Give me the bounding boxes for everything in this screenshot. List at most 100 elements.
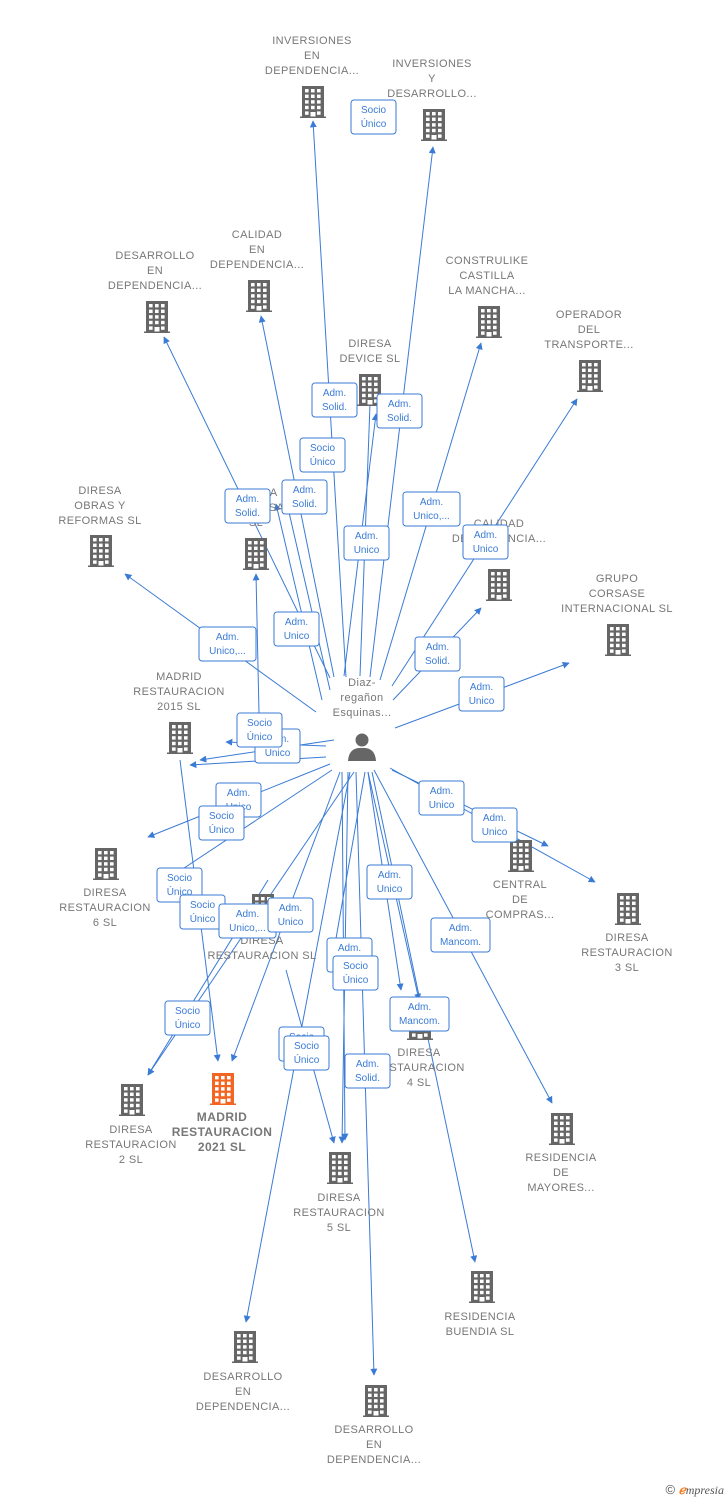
relationship-label[interactable]: Adm.Solid. (414, 636, 461, 672)
company-node[interactable]: DESARROLLOENDEPENDENCIA... (327, 1385, 421, 1466)
relationship-label[interactable]: Adm.Unico (366, 864, 413, 900)
relationship-edge (391, 769, 549, 847)
company-building-icon (327, 1152, 353, 1184)
copyright-symbol: © (665, 1482, 676, 1497)
relationship-label[interactable]: Adm. Unico (458, 676, 505, 712)
relationship-label[interactable]: Adm.Unico,... (402, 491, 461, 527)
relationship-label-text: Socio (294, 1041, 319, 1052)
company-name-line: INVERSIONES (392, 58, 472, 70)
relationship-label[interactable]: Adm.Unico (273, 611, 320, 647)
company-name-line: EN (249, 244, 265, 256)
company-node[interactable]: DESARROLLOENDEPENDENCIA... (196, 1331, 290, 1413)
company-name-line: DIRESA (348, 338, 392, 350)
relationship-labels-layer: SocioÚnicoAdm.Solid.Adm.Solid.SocioÚnico… (156, 99, 518, 1089)
relationship-label[interactable]: Adm.Unico,... (218, 903, 277, 939)
company-building-icon (486, 569, 512, 601)
company-building-icon (363, 1385, 389, 1417)
relationship-label-text: Unico (482, 827, 508, 838)
company-node[interactable]: INVERSIONESYDESARROLLO... (387, 58, 477, 141)
copyright-footer[interactable]: © ℯmpresia (665, 1482, 724, 1498)
relationship-label[interactable]: Adm. Unico (471, 807, 518, 843)
company-building-icon (243, 538, 269, 570)
relationship-label[interactable]: Adm.Unico (462, 524, 509, 560)
relationship-label-text: Socio (247, 718, 272, 729)
company-name-line: RESTAURACION (133, 686, 224, 698)
relationship-label-text: Unico (278, 917, 304, 928)
relationship-label[interactable]: Adm.Mancom. (389, 996, 450, 1032)
relationship-label[interactable]: Adm.Unico (267, 897, 314, 933)
company-building-icon (605, 624, 631, 656)
relationship-label-text: Unico (429, 800, 455, 811)
company-name-line: DEPENDENCIA... (210, 259, 304, 271)
company-name-line: DESARROLLO... (387, 88, 477, 100)
nodes-layer: INVERSIONESENDEPENDENCIA...INVERSIONESYD… (58, 35, 673, 1466)
company-name-line: DIRESA (83, 887, 127, 899)
company-name-line: OBRAS Y (74, 500, 126, 512)
person-name-line: regañon (340, 692, 383, 704)
company-name-line: DESARROLLO (203, 1371, 282, 1383)
company-node[interactable]: OPERADORDELTRANSPORTE... (544, 309, 633, 392)
relationship-label[interactable]: Adm. Mancom. (430, 917, 491, 953)
relationship-label-text: Adm. (236, 494, 259, 505)
company-name-line: DE (553, 1167, 569, 1179)
company-node[interactable]: DESARROLLOENDEPENDENCIA... (108, 250, 202, 333)
company-name-line: OPERADOR (556, 309, 622, 321)
relationship-label[interactable]: Adm.Unico,... (198, 626, 257, 662)
company-building-icon (549, 1113, 575, 1145)
relationship-label[interactable]: Adm.Solid. (311, 382, 358, 418)
relationship-label[interactable]: Adm.Solid. (376, 393, 423, 429)
company-building-icon (300, 86, 326, 118)
relationship-label-text: Adm. (449, 923, 472, 934)
empresia-logo: ℯmpresia (678, 1483, 724, 1497)
company-node[interactable]: CALIDADENDEPENDENCIA... (210, 229, 304, 312)
relationship-label-text: Unico,... (413, 511, 450, 522)
relationship-label-text: Adm. (236, 909, 259, 920)
relationship-label-text: Adm. (483, 813, 506, 824)
company-building-icon (119, 1084, 145, 1116)
company-name-line: REFORMAS SL (58, 515, 141, 527)
relationship-label-text: Mancom. (440, 937, 481, 948)
company-node[interactable]: RESIDENCIADEMAYORES... (525, 1113, 596, 1194)
relationship-label-text: Adm. (470, 682, 493, 693)
company-name-line: TRANSPORTE... (544, 339, 633, 351)
company-name-line: DIRESA (109, 1124, 153, 1136)
company-name-line: RESTAURACION SL (207, 950, 316, 962)
relationship-label[interactable]: Adm.Solid. (344, 1053, 391, 1089)
relationship-label[interactable]: Adm.Solid. (224, 488, 271, 524)
company-building-icon (421, 109, 447, 141)
company-node[interactable]: CENTRALDECOMPRAS... (486, 840, 555, 921)
company-name-line: 4 SL (407, 1077, 431, 1089)
relationship-label[interactable]: Adm.Solid. (281, 479, 328, 515)
company-building-icon (246, 280, 272, 312)
person-node[interactable]: Diaz-regañonEsquinas... (333, 677, 392, 761)
company-name-line: DIRESA (317, 1192, 361, 1204)
company-name-line: CORSASE (589, 588, 646, 600)
relationship-label[interactable]: Adm.Unico (418, 780, 465, 816)
person-icon (348, 733, 376, 761)
relationship-label[interactable]: Adm.Unico (343, 525, 390, 561)
relationship-label-text: Unico (469, 696, 495, 707)
company-node[interactable]: INVERSIONESENDEPENDENCIA... (265, 35, 359, 118)
relationship-label-text: Único (190, 912, 216, 925)
relationship-label-text: Solid. (322, 402, 347, 413)
